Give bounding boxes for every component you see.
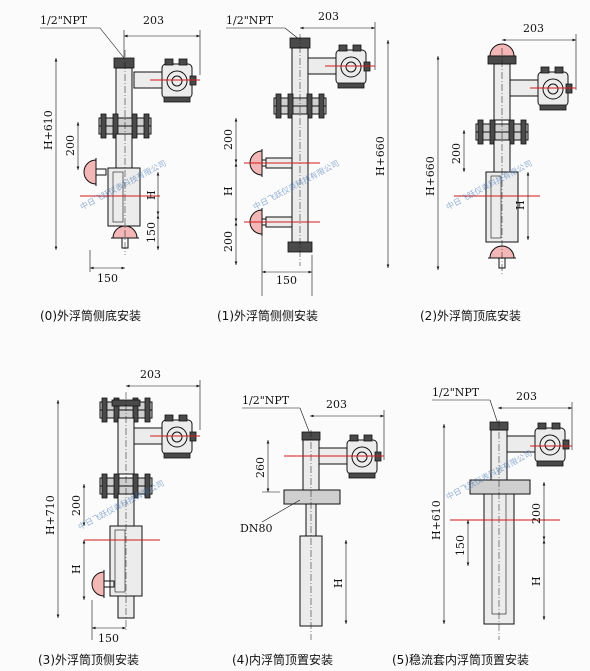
panel-1-dim-h: H+660 bbox=[374, 136, 387, 176]
panel-0-dim-top: 203 bbox=[143, 14, 164, 27]
panel-1-dim-200a: 200 bbox=[222, 129, 235, 150]
panel-0-caption: (0)外浮筒侧底安装 bbox=[40, 308, 141, 323]
panel-5-npt-label: 1/2"NPT bbox=[432, 386, 480, 399]
panel-1-dim-H: H bbox=[222, 186, 235, 196]
panel-1-dim-top: 203 bbox=[318, 10, 339, 23]
panel-0-dim-H: H bbox=[145, 190, 158, 200]
panel-2-dim-h: H+660 bbox=[424, 156, 437, 196]
panel-4-dim-top: 203 bbox=[326, 398, 347, 411]
panel-0-npt-label: 1/2"NPT bbox=[40, 14, 88, 27]
panel-3-dim-top: 203 bbox=[140, 368, 161, 381]
panel-5-dim-200: 200 bbox=[530, 503, 543, 524]
panel-4-diagram: 1/2"NPT 203 260 DN80 H (4)内浮筒顶置安装 bbox=[232, 394, 385, 667]
panel-1-dim-200b: 200 bbox=[222, 231, 235, 252]
panel-5-dim-H: H bbox=[530, 576, 543, 586]
panel-0-dim-150v: 150 bbox=[145, 222, 158, 243]
panel-4-npt-label: 1/2"NPT bbox=[242, 394, 290, 407]
panel-5-caption: (5)稳流套内浮筒顶置安装 bbox=[392, 652, 529, 667]
panel-3-dim-H: H bbox=[70, 564, 83, 574]
panel-2-dim-H: H bbox=[514, 200, 527, 210]
panel-4-dim-H: H bbox=[332, 578, 345, 588]
panel-3-dim-200: 200 bbox=[70, 495, 83, 516]
panel-3-dim-h: H+710 bbox=[44, 495, 57, 535]
panel-3-dim-150h: 150 bbox=[98, 632, 119, 645]
panel-2-caption: (2)外浮筒顶底安装 bbox=[420, 308, 521, 323]
panel-2-dim-200: 200 bbox=[450, 143, 463, 164]
panel-4-caption: (4)内浮筒顶置安装 bbox=[232, 652, 333, 667]
panel-0-dim-150h: 150 bbox=[97, 272, 118, 285]
panel-0-dim-h: H+610 bbox=[42, 110, 55, 150]
panel-1-diagram: 1/2"NPT 203 200 H 200 H+660 150 (1)外浮筒侧侧… bbox=[217, 10, 390, 323]
panel-4-dim-260: 260 bbox=[254, 457, 267, 478]
panel-5-dim-top: 203 bbox=[516, 390, 537, 403]
panel-5-dim-h: H+610 bbox=[430, 500, 443, 540]
panel-0-dim-200: 200 bbox=[64, 135, 77, 156]
panel-4-dim-dn: DN80 bbox=[240, 522, 272, 535]
panel-5-dim-150v: 150 bbox=[454, 535, 467, 556]
panel-1-caption: (1)外浮筒侧侧安装 bbox=[217, 308, 318, 323]
panel-5-diagram: 1/2"NPT 203 H+610 200 150 H (5)稳流套内浮筒顶置安… bbox=[392, 386, 573, 667]
panel-2-diagram: 203 H+660 200 H (2)外浮筒顶底安装 bbox=[420, 22, 577, 323]
panel-3-diagram: 203 H+710 200 H 150 (3)外浮筒顶侧安装 bbox=[38, 368, 201, 667]
panel-0-diagram: 1/2"NPT 203 H+610 200 H 150 150 (0)外浮筒侧底… bbox=[40, 14, 201, 323]
panel-3-caption: (3)外浮筒顶侧安装 bbox=[38, 652, 139, 667]
panel-1-npt-label: 1/2"NPT bbox=[226, 14, 274, 27]
panel-2-dim-top: 203 bbox=[523, 22, 544, 35]
panel-1-dim-150h: 150 bbox=[276, 274, 297, 287]
